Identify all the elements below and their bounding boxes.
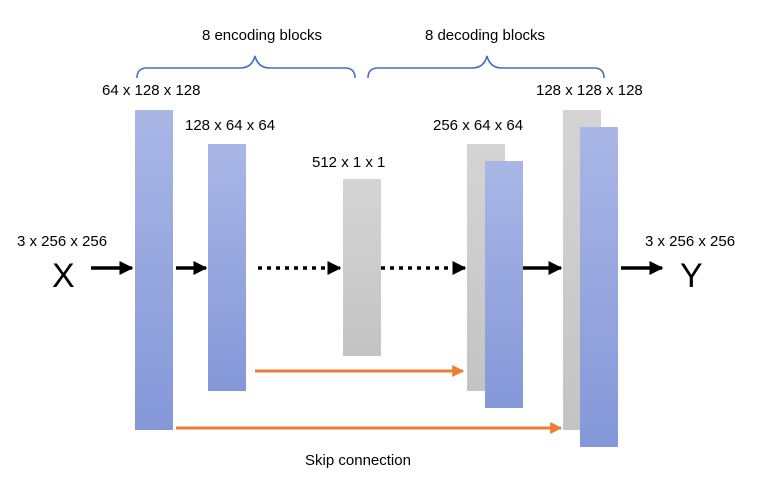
dec1-dim-label: 256 x 64 x 64	[433, 117, 523, 134]
decoder-block-2	[580, 127, 618, 447]
enc1-dim-label: 64 x 128 x 128	[102, 82, 200, 99]
output-symbol: Y	[680, 257, 703, 295]
encoding-brace	[136, 55, 356, 79]
encoder-block-2	[208, 144, 246, 391]
encoder-block-1	[135, 110, 173, 430]
decoding-brace	[367, 55, 605, 79]
skip-connection-label: Skip connection	[305, 452, 411, 469]
enc2-dim-label: 128 x 64 x 64	[185, 117, 275, 134]
encoding-blocks-label: 8 encoding blocks	[202, 27, 322, 44]
input-symbol: X	[52, 257, 75, 295]
dec2-dim-label: 128 x 128 x 128	[536, 82, 643, 99]
bottleneck-dim-label: 512 x 1 x 1	[312, 154, 385, 171]
decoder-block-1	[485, 161, 523, 408]
output-dim-label: 3 x 256 x 256	[645, 233, 735, 250]
input-dim-label: 3 x 256 x 256	[17, 233, 107, 250]
bottleneck-block	[343, 179, 381, 356]
decoding-blocks-label: 8 decoding blocks	[425, 27, 545, 44]
